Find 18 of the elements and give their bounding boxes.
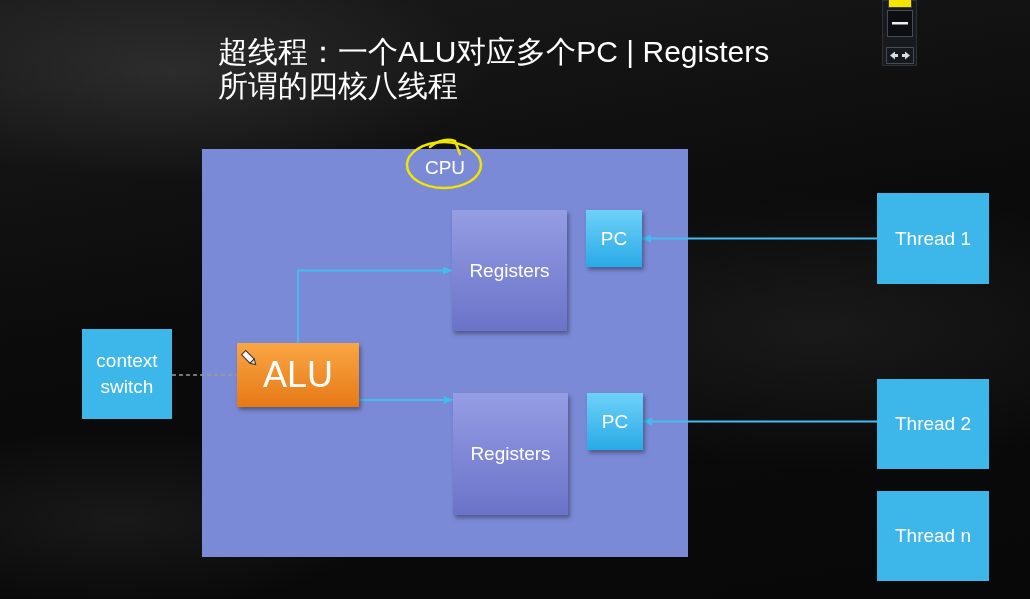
thread-box: Thread 2 [877,379,989,469]
registers-box: Registers [453,393,568,515]
thread-box: Thread n [877,491,989,581]
cpu-box [202,149,688,557]
arrow [297,266,453,344]
pc-box: PC [586,210,642,267]
connector-line [171,374,238,376]
arrow [641,234,878,243]
pc-box: PC [587,393,643,450]
heading-text: CPU [424,157,466,179]
arrow [358,396,454,404]
slide-title: 超线程：一个ALU对应多个PC | Registers [218,35,770,69]
context-switch-box: context switch [82,329,172,419]
registers-box: Registers [452,210,567,331]
alu-box: ALU [237,343,359,407]
subtitle-text: 所谓的四核八线程 [218,69,458,103]
thread-box: Thread 1 [877,193,989,284]
arrow [642,417,878,426]
